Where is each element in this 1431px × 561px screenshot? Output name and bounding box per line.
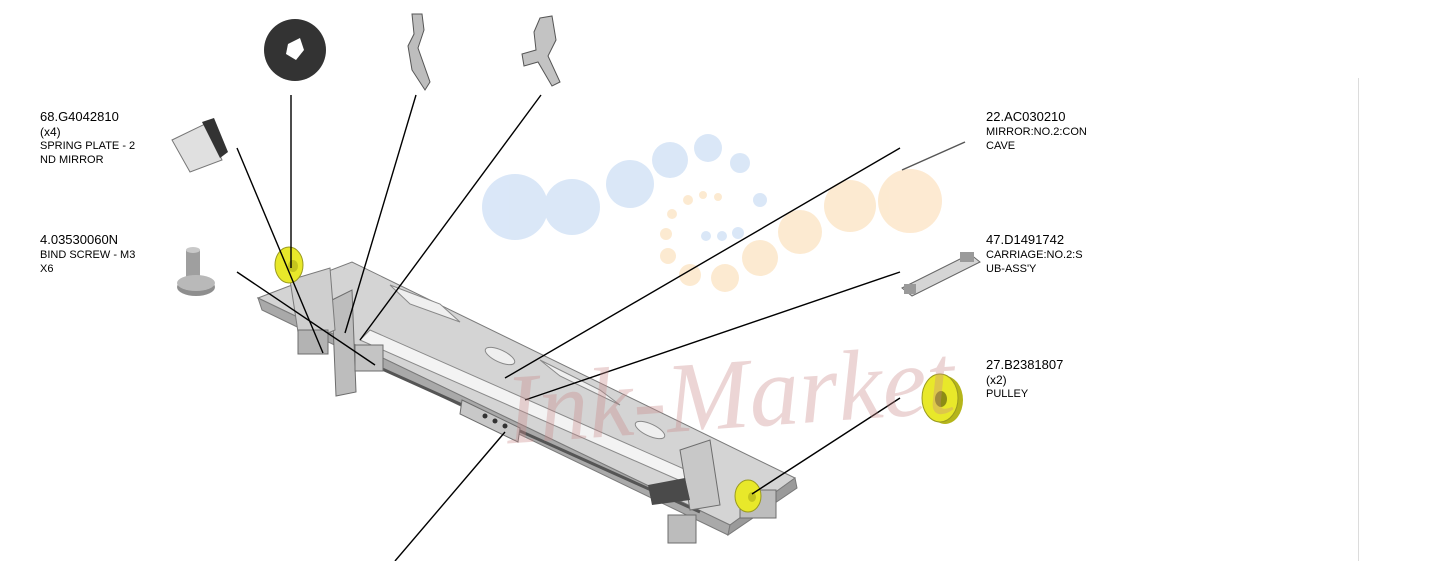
part-number: 68.G4042810 [40,109,119,124]
part-description-line: UB-ASS'Y [986,263,1037,275]
mirror-part [901,141,966,171]
part-description-line: MIRROR:NO.2:CON [986,126,1087,138]
bracket-part-1 [407,13,431,91]
spring-plate-part [171,118,228,173]
watermark-text: Ink-Market [500,323,960,465]
label-carriage: 47.D1491742 CARRIAGE:NO.2:S UB-ASS'Y [986,232,1083,276]
part-description-line: CAVE [986,140,1016,152]
part-description-line: BIND SCREW - M3 [40,249,136,261]
watermark-logo [482,134,942,292]
carriage-assembly [256,246,798,544]
pulley-part [921,373,963,424]
part-number: 27.B2381807 [986,357,1064,372]
page-divider [1358,78,1359,561]
part-number: 22.AC030210 [986,109,1066,124]
part-number: 4.03530060N [40,232,119,247]
bracket-part-2 [521,15,561,87]
disc-part [264,19,326,81]
part-number: 47.D1491742 [986,232,1065,247]
label-spring-plate: 68.G4042810 (x4) SPRING PLATE - 2 ND MIR… [40,109,135,167]
part-description-line: CARRIAGE:NO.2:S [986,249,1083,261]
label-bind-screw: 4.03530060N BIND SCREW - M3 X6 [40,232,135,276]
part-description-line: X6 [40,263,54,275]
part-description-line: PULLEY [986,388,1029,400]
part-description-line: ND MIRROR [40,154,104,166]
part-quantity: (x4) [40,125,61,139]
label-pulley: 27.B2381807 (x2) PULLEY [986,357,1063,401]
label-mirror: 22.AC030210 MIRROR:NO.2:CON CAVE [986,109,1087,153]
bind-screw-part [177,247,215,296]
leader-lines [236,94,901,561]
carriage-sub-part [901,252,981,297]
part-description-line: SPRING PLATE - 2 [40,140,136,152]
part-quantity: (x2) [986,373,1007,387]
